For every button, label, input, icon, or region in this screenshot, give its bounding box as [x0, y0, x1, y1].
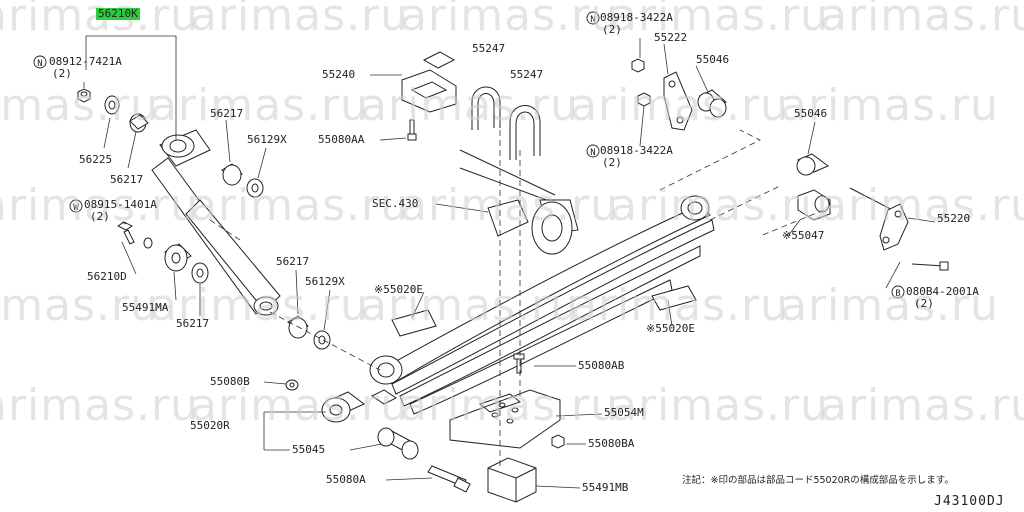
- svg-text:N: N: [590, 148, 595, 158]
- leaf-spring-55020r: [369, 195, 715, 415]
- bushing-55020r-left: [321, 391, 365, 423]
- part-label-55491mb[interactable]: 55491MB: [582, 481, 629, 494]
- eye-55080b: [285, 379, 299, 391]
- part-label-sec430[interactable]: SEC.430: [372, 197, 419, 210]
- pad-55020e-right: [651, 285, 697, 311]
- bushing-56217-lower-left: [191, 262, 209, 284]
- nut-08918-top: [631, 58, 645, 73]
- shackle-55222: [663, 71, 693, 131]
- bolt-55080a: [427, 465, 471, 493]
- part-label-55047[interactable]: ※55047: [782, 229, 825, 242]
- part-label-55020e[interactable]: ※55020E: [374, 283, 423, 296]
- circle-mark-b-1: B: [891, 285, 905, 299]
- part-label-56210d[interactable]: 56210D: [87, 270, 127, 283]
- bushing-56217-top: [129, 113, 149, 133]
- footnote: 注記：※印の部品は部品コード55020Rの構成部品を示します。: [682, 475, 954, 486]
- leader-lines: [83, 35, 936, 489]
- circle-mark-n-3: N: [586, 144, 600, 158]
- part-label-55080ab[interactable]: 55080AB: [578, 359, 625, 372]
- bracket-55240: [401, 51, 457, 113]
- part-label-55247[interactable]: 55247: [472, 42, 506, 55]
- bolt-08915: [117, 221, 153, 249]
- pad-55020e-left: [391, 309, 437, 337]
- nut-08918-lower: [637, 92, 651, 107]
- svg-text:N: N: [37, 59, 42, 69]
- part-label-55020e[interactable]: ※55020E: [646, 322, 695, 335]
- u-bolt-55247-left: [471, 86, 501, 130]
- part-label-56225[interactable]: 56225: [79, 153, 113, 166]
- axle-sec430: [459, 149, 579, 255]
- circle-mark-n-1: N: [33, 55, 47, 69]
- qty-label: (2): [52, 67, 72, 80]
- diagram-code: J43100DJ: [934, 494, 1005, 509]
- part-label-55080aa[interactable]: 55080AA: [318, 133, 365, 146]
- bumper-55491mb: [487, 457, 537, 503]
- part-label-56129x[interactable]: 56129X: [247, 133, 287, 146]
- svg-text:B: B: [895, 289, 900, 299]
- part-label-55046[interactable]: 55046: [794, 107, 828, 120]
- part-label-56217[interactable]: 56217: [176, 317, 210, 330]
- shackle-55220: [849, 187, 909, 251]
- part-label-56210k[interactable]: 56210K: [96, 7, 140, 20]
- qty-label: (2): [602, 23, 622, 36]
- dashed-guides: [209, 120, 825, 470]
- part-label-56217[interactable]: 56217: [110, 173, 144, 186]
- bolt-55080aa: [407, 119, 417, 141]
- washer-56225: [104, 95, 120, 115]
- washer-56129x-lower: [313, 330, 331, 350]
- bolt-080b4: [911, 261, 949, 271]
- part-label-55080ba[interactable]: 55080BA: [588, 437, 635, 450]
- part-label-55045[interactable]: 55045: [292, 443, 326, 456]
- part-label-08918-3422a[interactable]: 08918-3422A: [600, 144, 673, 157]
- qty-label: (2): [914, 297, 934, 310]
- part-label-55491ma[interactable]: 55491MA: [122, 301, 169, 314]
- circle-mark-w-1: W: [69, 199, 83, 213]
- part-label-56129x[interactable]: 56129X: [305, 275, 345, 288]
- part-label-55080b[interactable]: 55080B: [210, 375, 250, 388]
- washer-56129x-top: [246, 178, 264, 198]
- shock-absorber: [151, 129, 281, 316]
- qty-label: (2): [90, 210, 110, 223]
- svg-text:W: W: [73, 203, 79, 213]
- part-label-08912-7421a[interactable]: 08912-7421A: [49, 55, 122, 68]
- bushing-56217-lower: [287, 315, 309, 339]
- spring-seat-55054m: [449, 389, 561, 449]
- nut-55080ba: [551, 434, 565, 449]
- part-label-55220[interactable]: 55220: [937, 212, 971, 225]
- u-bolt-55247-right: [509, 105, 541, 160]
- part-label-55222[interactable]: 55222: [654, 31, 688, 44]
- circle-mark-n-2: N: [586, 11, 600, 25]
- bushing-55046-right: [796, 153, 829, 176]
- part-label-55247[interactable]: 55247: [510, 68, 544, 81]
- part-label-55240[interactable]: 55240: [322, 68, 356, 81]
- bushing-55045: [377, 427, 419, 460]
- part-label-55080a[interactable]: 55080A: [326, 473, 366, 486]
- part-label-55046[interactable]: 55046: [696, 53, 730, 66]
- part-label-55054m[interactable]: 55054M: [604, 406, 644, 419]
- nut-56212: [77, 88, 91, 103]
- bushing-55046-top: [697, 89, 727, 118]
- part-label-08915-1401a[interactable]: 08915-1401A: [84, 198, 157, 211]
- bushing-55047: [797, 189, 831, 221]
- bolt-55080ab: [513, 353, 525, 374]
- bushing-55491ma: [164, 243, 192, 272]
- qty-label: (2): [602, 156, 622, 169]
- svg-text:N: N: [590, 15, 595, 25]
- part-label-080b4-2001a[interactable]: 080B4-2001A: [906, 285, 979, 298]
- part-label-56217[interactable]: 56217: [276, 255, 310, 268]
- part-label-08918-3422a[interactable]: 08918-3422A: [600, 11, 673, 24]
- bushing-56217-right-top: [221, 163, 243, 186]
- part-label-56217[interactable]: 56217: [210, 107, 244, 120]
- part-label-55020r[interactable]: 55020R: [190, 419, 230, 432]
